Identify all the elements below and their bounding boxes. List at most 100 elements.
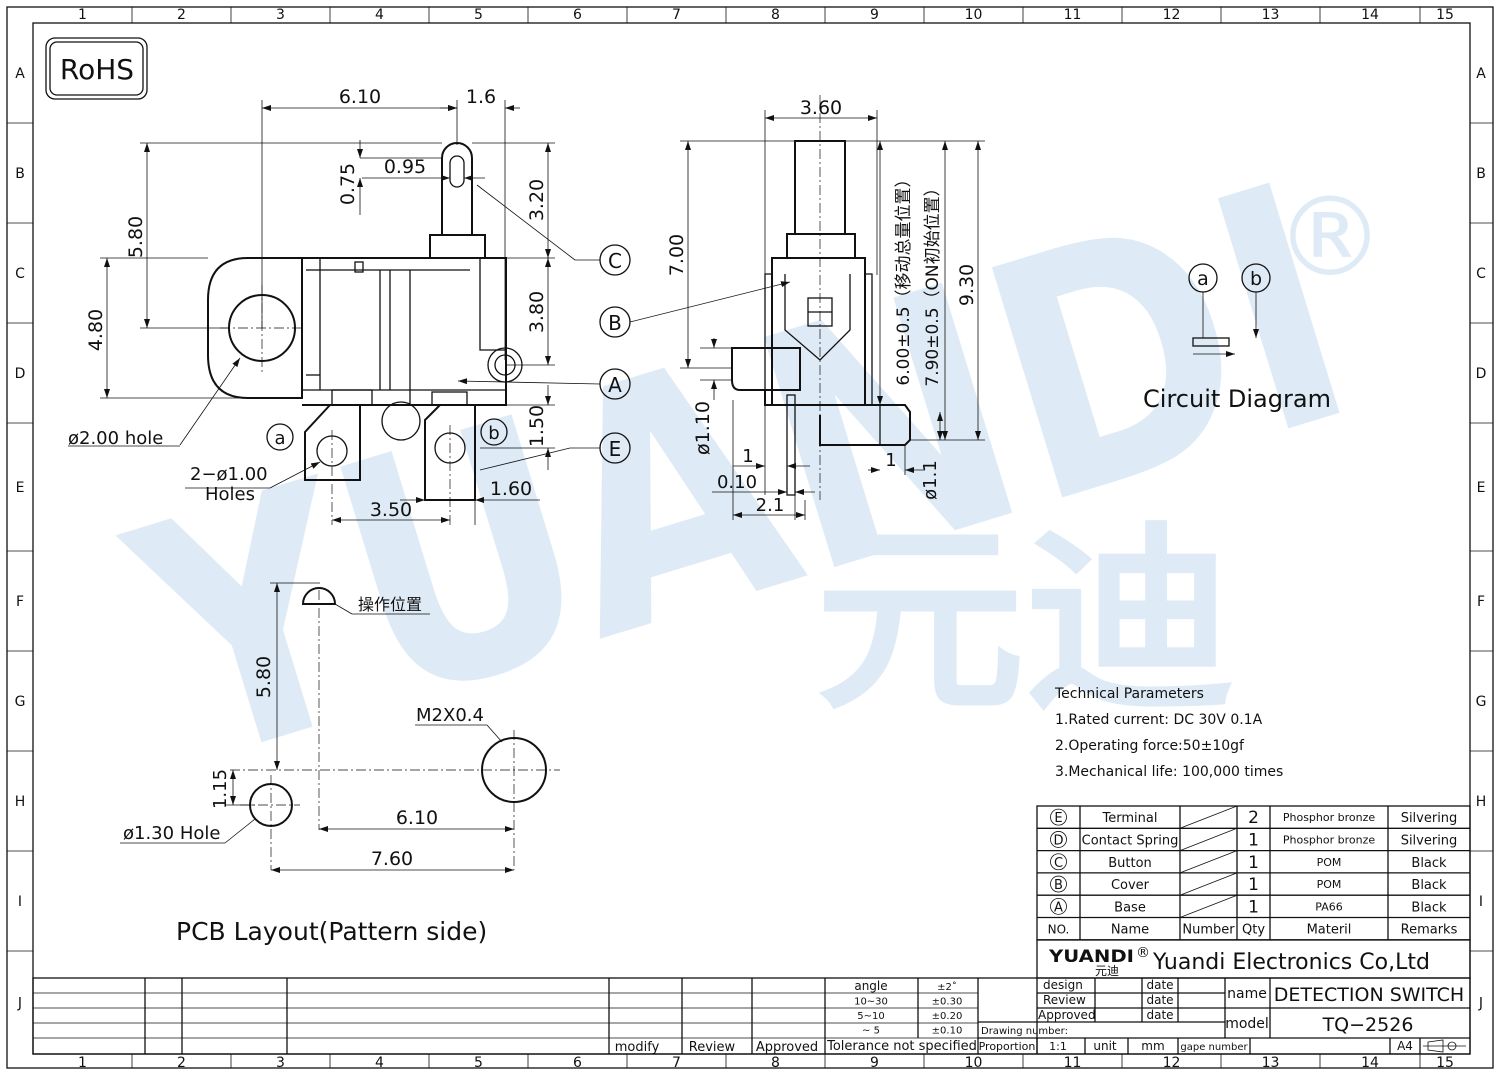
- frame-column-label: 2: [177, 1055, 186, 1071]
- frame-column-label: 8: [771, 1055, 780, 1071]
- tb-tolerance: Tolerance not specified: [826, 1039, 977, 1054]
- frame-column-label: 12: [1163, 7, 1181, 23]
- frame-column-label: 11: [1064, 1055, 1082, 1071]
- company-name: Yuandi Electronics Co,Ltd: [1152, 950, 1430, 975]
- side-view: 3.60 7.00 9.30 6.00±0.5（移动总量位置） 7.90±0.5…: [666, 95, 985, 520]
- bom-remarks: Black: [1411, 900, 1447, 915]
- frame-column-label: 7: [672, 1055, 681, 1071]
- company-logo-registered: ®: [1136, 945, 1150, 961]
- frame-column-label: 15: [1436, 7, 1454, 23]
- bom-material: POM: [1317, 856, 1342, 869]
- pcb-layout: 操作位置 5.80 1.15 M2X0.4 ø1.30 Hole 6.10 7.…: [120, 582, 560, 946]
- bom-material: POM: [1317, 878, 1342, 891]
- frame-row-label: H: [1476, 794, 1487, 810]
- dim-side-1-10: ø1.10: [692, 401, 714, 455]
- frame-column-label: 10: [965, 7, 983, 23]
- tb-scale: 1:1: [1049, 1040, 1067, 1053]
- circuit-title: Circuit Diagram: [1143, 385, 1331, 413]
- pin-b-label: b: [488, 423, 499, 444]
- tech-title: Technical Parameters: [1054, 686, 1204, 702]
- tb-approved-2: Approved: [1038, 1008, 1096, 1022]
- dim-front-0-95: 0.95: [384, 156, 426, 178]
- frame-column-label: 1: [78, 7, 87, 23]
- frame-column-label: 2: [177, 7, 186, 23]
- frame-row-label: I: [1479, 894, 1483, 910]
- bom-symbol: B: [1054, 878, 1063, 893]
- callouts: C B A E: [457, 184, 791, 471]
- tolerance-value: ±0.10: [932, 1026, 963, 1037]
- dim-side-2-1: 2.1: [756, 495, 785, 516]
- tb-date: date: [1146, 978, 1173, 992]
- tolerance-key: ~ 5: [862, 1026, 880, 1037]
- bom-header-number: Number: [1182, 923, 1235, 938]
- bom-qty: 1: [1248, 853, 1259, 873]
- dim-front-1-6: 1.6: [466, 86, 496, 108]
- frame-column-label: 14: [1361, 7, 1379, 23]
- front-view: 6.10 1.6 5.80 4.80 0.95 0.75 3.20 3.80 1…: [68, 86, 555, 525]
- tolerance-value: ±0.30: [932, 997, 963, 1008]
- bom-symbol: D: [1053, 833, 1063, 848]
- dim-side-7-00: 7.00: [666, 234, 688, 276]
- frame-row-label: D: [1476, 366, 1487, 382]
- dim-front-6-10: 6.10: [339, 86, 381, 108]
- tb-name-value: DETECTION SWITCH: [1274, 984, 1464, 1006]
- tb-unit: unit: [1093, 1039, 1117, 1053]
- tolerance-value: ±2˚: [937, 981, 957, 993]
- frame-column-label: 11: [1064, 7, 1082, 23]
- title-block: modify Review Approved Tolerance not spe…: [32, 977, 1471, 1055]
- tech-item: 1.Rated current: DC 30V 0.1A: [1055, 712, 1263, 728]
- tb-mm: mm: [1141, 1039, 1164, 1053]
- frame-column-label: 15: [1436, 1055, 1454, 1071]
- bom-material: PA66: [1315, 900, 1342, 913]
- frame-row-label: A: [15, 66, 25, 82]
- frame-row-label: G: [15, 694, 26, 710]
- dim-side-1-a: 1: [742, 446, 753, 467]
- bom-name: Contact Spring: [1082, 833, 1179, 848]
- bom-qty: 1: [1248, 830, 1259, 850]
- frame-column-label: 6: [573, 7, 582, 23]
- frame-row-label: I: [18, 894, 22, 910]
- dim-front-1-50: 1.50: [526, 405, 548, 447]
- bom-header-name: Name: [1111, 923, 1149, 938]
- bom-symbol: C: [1054, 856, 1063, 871]
- technical-parameters: Technical Parameters 1.Rated current: DC…: [1054, 686, 1283, 780]
- pcb-title: PCB Layout(Pattern side): [176, 917, 487, 946]
- frame-row-label: B: [1476, 166, 1486, 182]
- bom-header-material: Materil: [1307, 923, 1352, 938]
- dim-front-3-80: 3.80: [526, 291, 548, 333]
- dim-side-0-10: 0.10: [717, 472, 757, 493]
- frame-row-label: B: [15, 166, 25, 182]
- dim-pcb-7-60: 7.60: [371, 848, 413, 870]
- rohs-text: RoHS: [60, 53, 134, 86]
- label-holes-2-1-00-a: 2−ø1.00: [190, 464, 268, 485]
- frame-column-label: 10: [965, 1055, 983, 1071]
- circuit-diagram: a b Circuit Diagram: [1143, 263, 1331, 413]
- dim-side-7-90: 7.90±0.5（ON初始位置）: [923, 179, 943, 386]
- dim-front-0-75: 0.75: [337, 163, 359, 205]
- tb-size: A4: [1397, 1039, 1413, 1053]
- watermark-cjk: 元迪: [815, 505, 1235, 738]
- tech-item: 3.Mechanical life: 100,000 times: [1055, 764, 1283, 780]
- watermark-registered: ®: [1275, 173, 1385, 301]
- bom-name: Base: [1114, 900, 1146, 915]
- bom-material: Phosphor bronze: [1283, 833, 1376, 846]
- bom-name: Terminal: [1102, 811, 1158, 826]
- tolerance-key: 5~10: [857, 1011, 884, 1022]
- dim-front-1-60: 1.60: [490, 478, 532, 500]
- frame-column-label: 14: [1361, 1055, 1379, 1071]
- frame-row-label: G: [1476, 694, 1487, 710]
- frame-row-label: E: [1477, 480, 1486, 496]
- dim-side-1-1: ø1.1: [920, 460, 941, 500]
- bom-name: Button: [1108, 856, 1152, 871]
- circuit-b-label: b: [1250, 268, 1262, 290]
- frame-row-label: H: [15, 794, 26, 810]
- callout-e: E: [609, 437, 622, 461]
- dim-side-1-b: 1: [885, 450, 896, 471]
